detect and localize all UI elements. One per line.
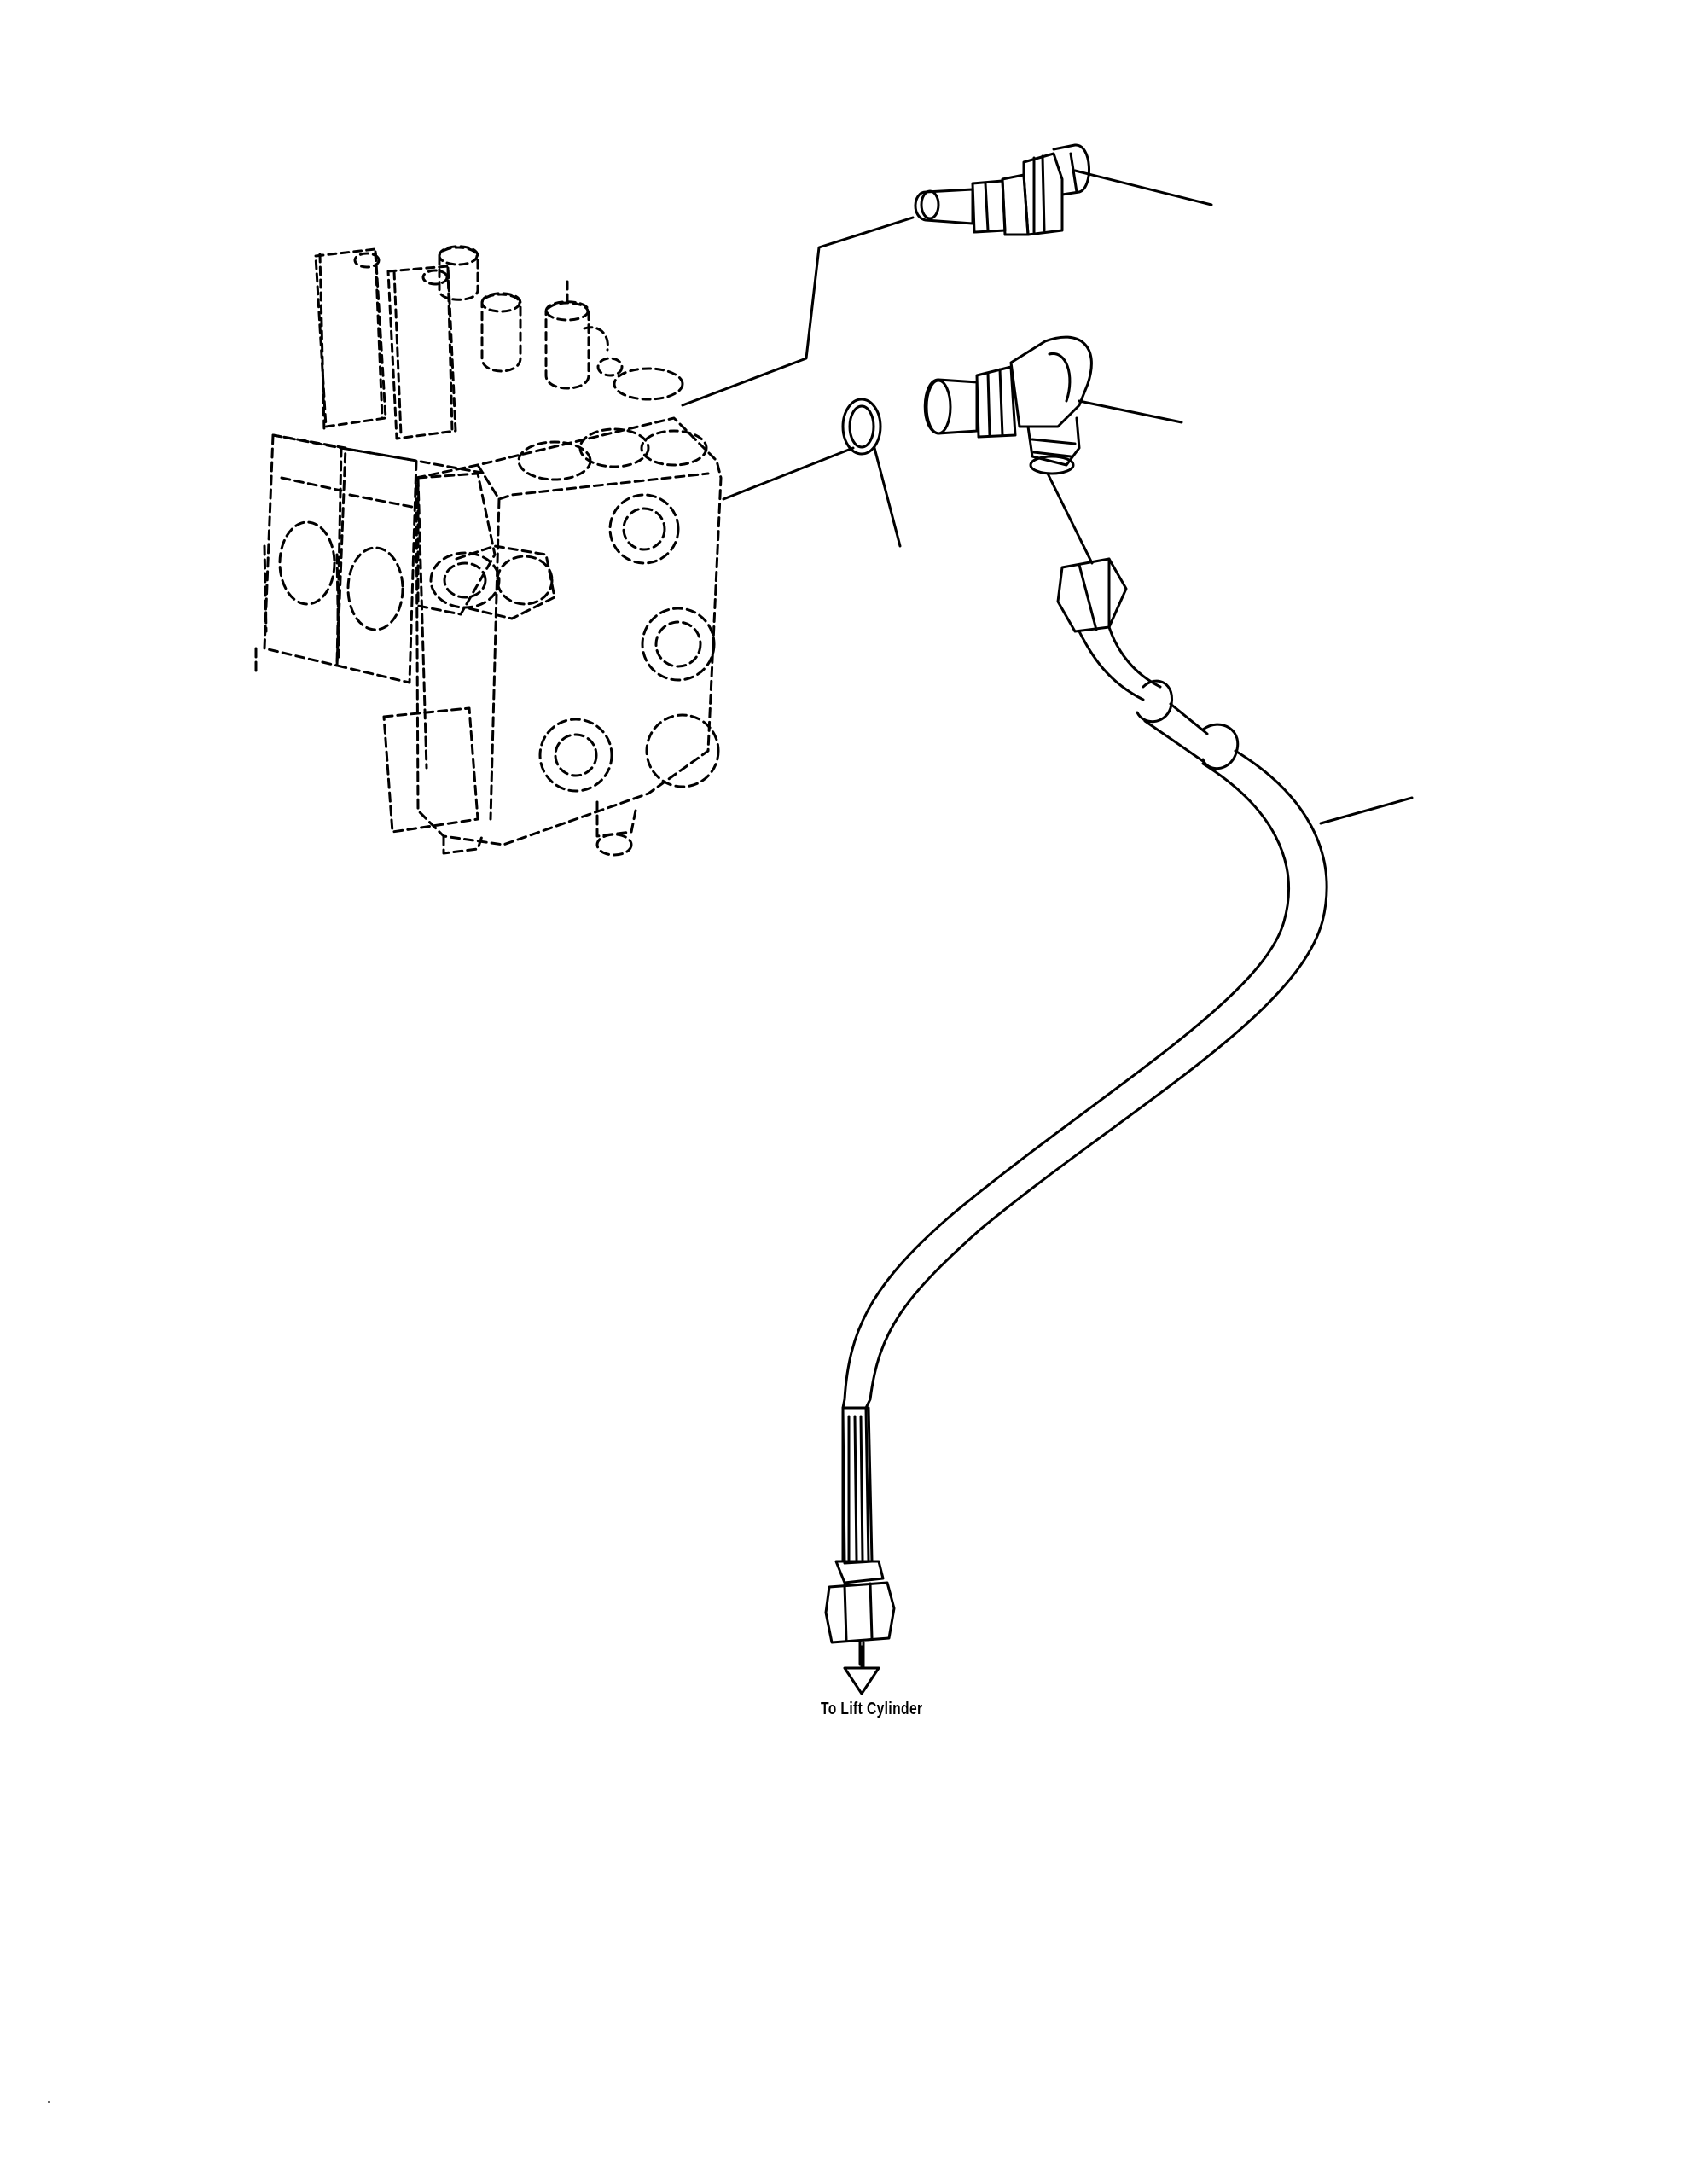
pressure-switch <box>681 143 1213 407</box>
hydraulic-hose <box>824 472 1414 1644</box>
corner-mark <box>48 2101 50 2103</box>
destination-arrow <box>843 1641 880 1695</box>
destination-label: To Lift Cylinder <box>821 1700 923 1718</box>
o-ring <box>722 398 902 548</box>
elbow-fitting <box>923 335 1183 475</box>
control-valve <box>254 245 723 857</box>
